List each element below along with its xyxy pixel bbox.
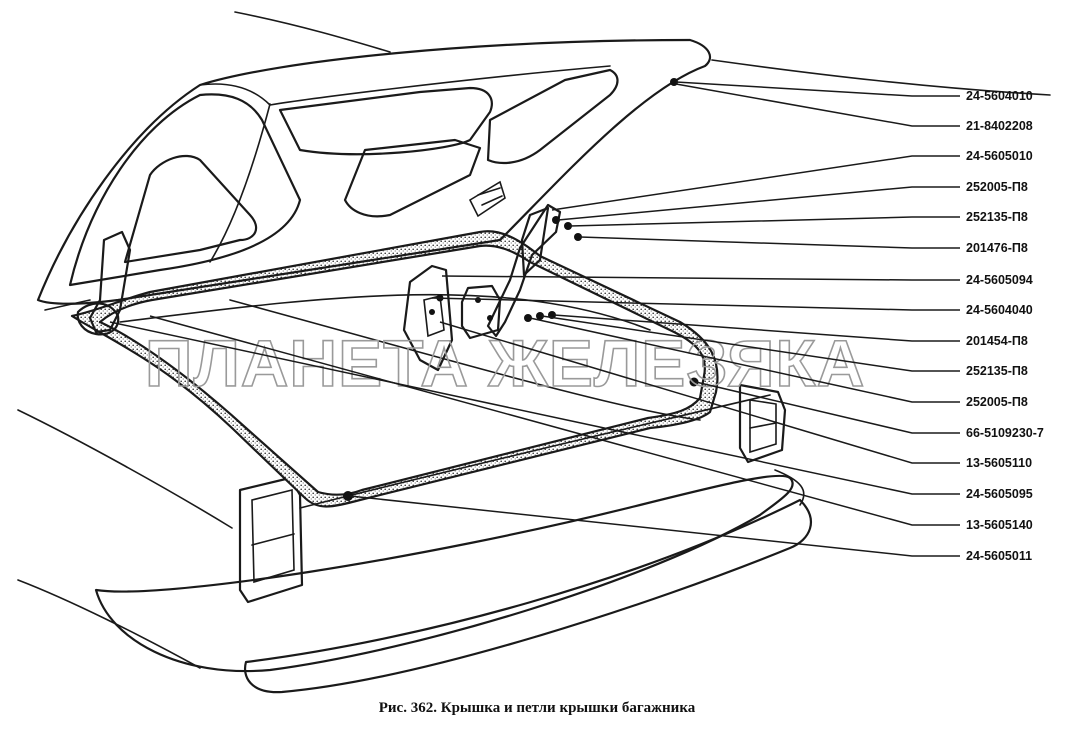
part-label: 252135-П8	[966, 364, 1028, 378]
part-label: 24-5605094	[966, 273, 1033, 287]
part-label: 21-8402208	[966, 119, 1033, 133]
part-label: 24-5604010	[966, 89, 1033, 103]
part-label: 252005-П8	[966, 180, 1028, 194]
part-label: 24-5605011	[966, 549, 1032, 563]
part-label: 24-5604040	[966, 303, 1033, 317]
part-label: 252135-П8	[966, 210, 1028, 224]
part-label: 13-5605110	[966, 456, 1032, 470]
part-label: 201454-П8	[966, 334, 1028, 348]
part-label: 24-5605095	[966, 487, 1033, 501]
leader-lines	[109, 81, 960, 557]
trunk-lid	[36, 38, 712, 305]
fasteners	[343, 78, 699, 501]
part-label: 252005-П8	[966, 395, 1028, 409]
trunk-opening	[44, 230, 771, 509]
part-labels: 24-5604010 21-8402208 24-5605010 252005-…	[966, 89, 1044, 563]
figure-caption: Рис. 362. Крышка и петли крышки багажник…	[378, 700, 696, 716]
part-label: 13-5605140	[966, 518, 1033, 532]
part-label: 24-5605010	[966, 149, 1033, 163]
hinges	[76, 203, 562, 372]
car-body	[17, 11, 1051, 694]
part-label: 201476-П8	[966, 241, 1028, 255]
part-label: 66-5109230-7	[966, 426, 1044, 440]
watermark: ПЛАНЕТА ЖЕЛЕЗЯКА	[145, 326, 865, 400]
